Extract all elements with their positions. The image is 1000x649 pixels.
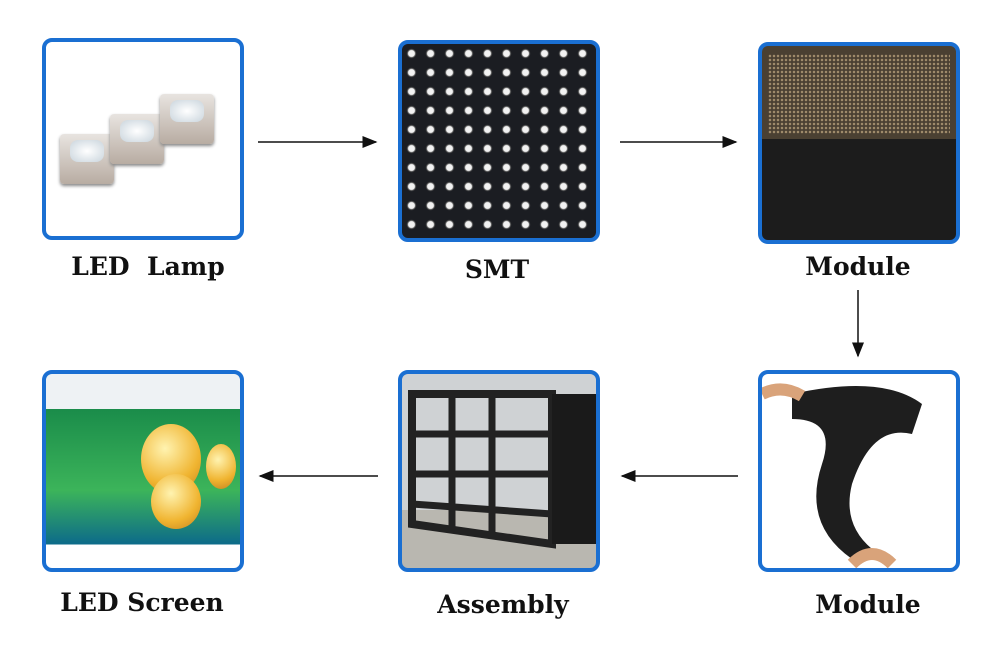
flexible-module-image [758,370,960,572]
led-screen-image [42,370,244,572]
step-label-smt: SMT [464,255,530,284]
lamp-chip [110,114,164,164]
module-image [758,42,960,244]
step-label-module-flexible: Module [815,590,921,619]
step-label-module: Module [805,252,911,281]
step-label-led-screen: LED Screen [60,588,224,617]
assembly-image [398,370,600,572]
step-label-led-lamp: LED Lamp [71,252,225,281]
smt-image [398,40,600,242]
lamp-chip [160,94,214,144]
led-lamp-image [42,38,244,240]
step-label-assembly: Assembly [437,590,569,619]
lamp-chip [60,134,114,184]
